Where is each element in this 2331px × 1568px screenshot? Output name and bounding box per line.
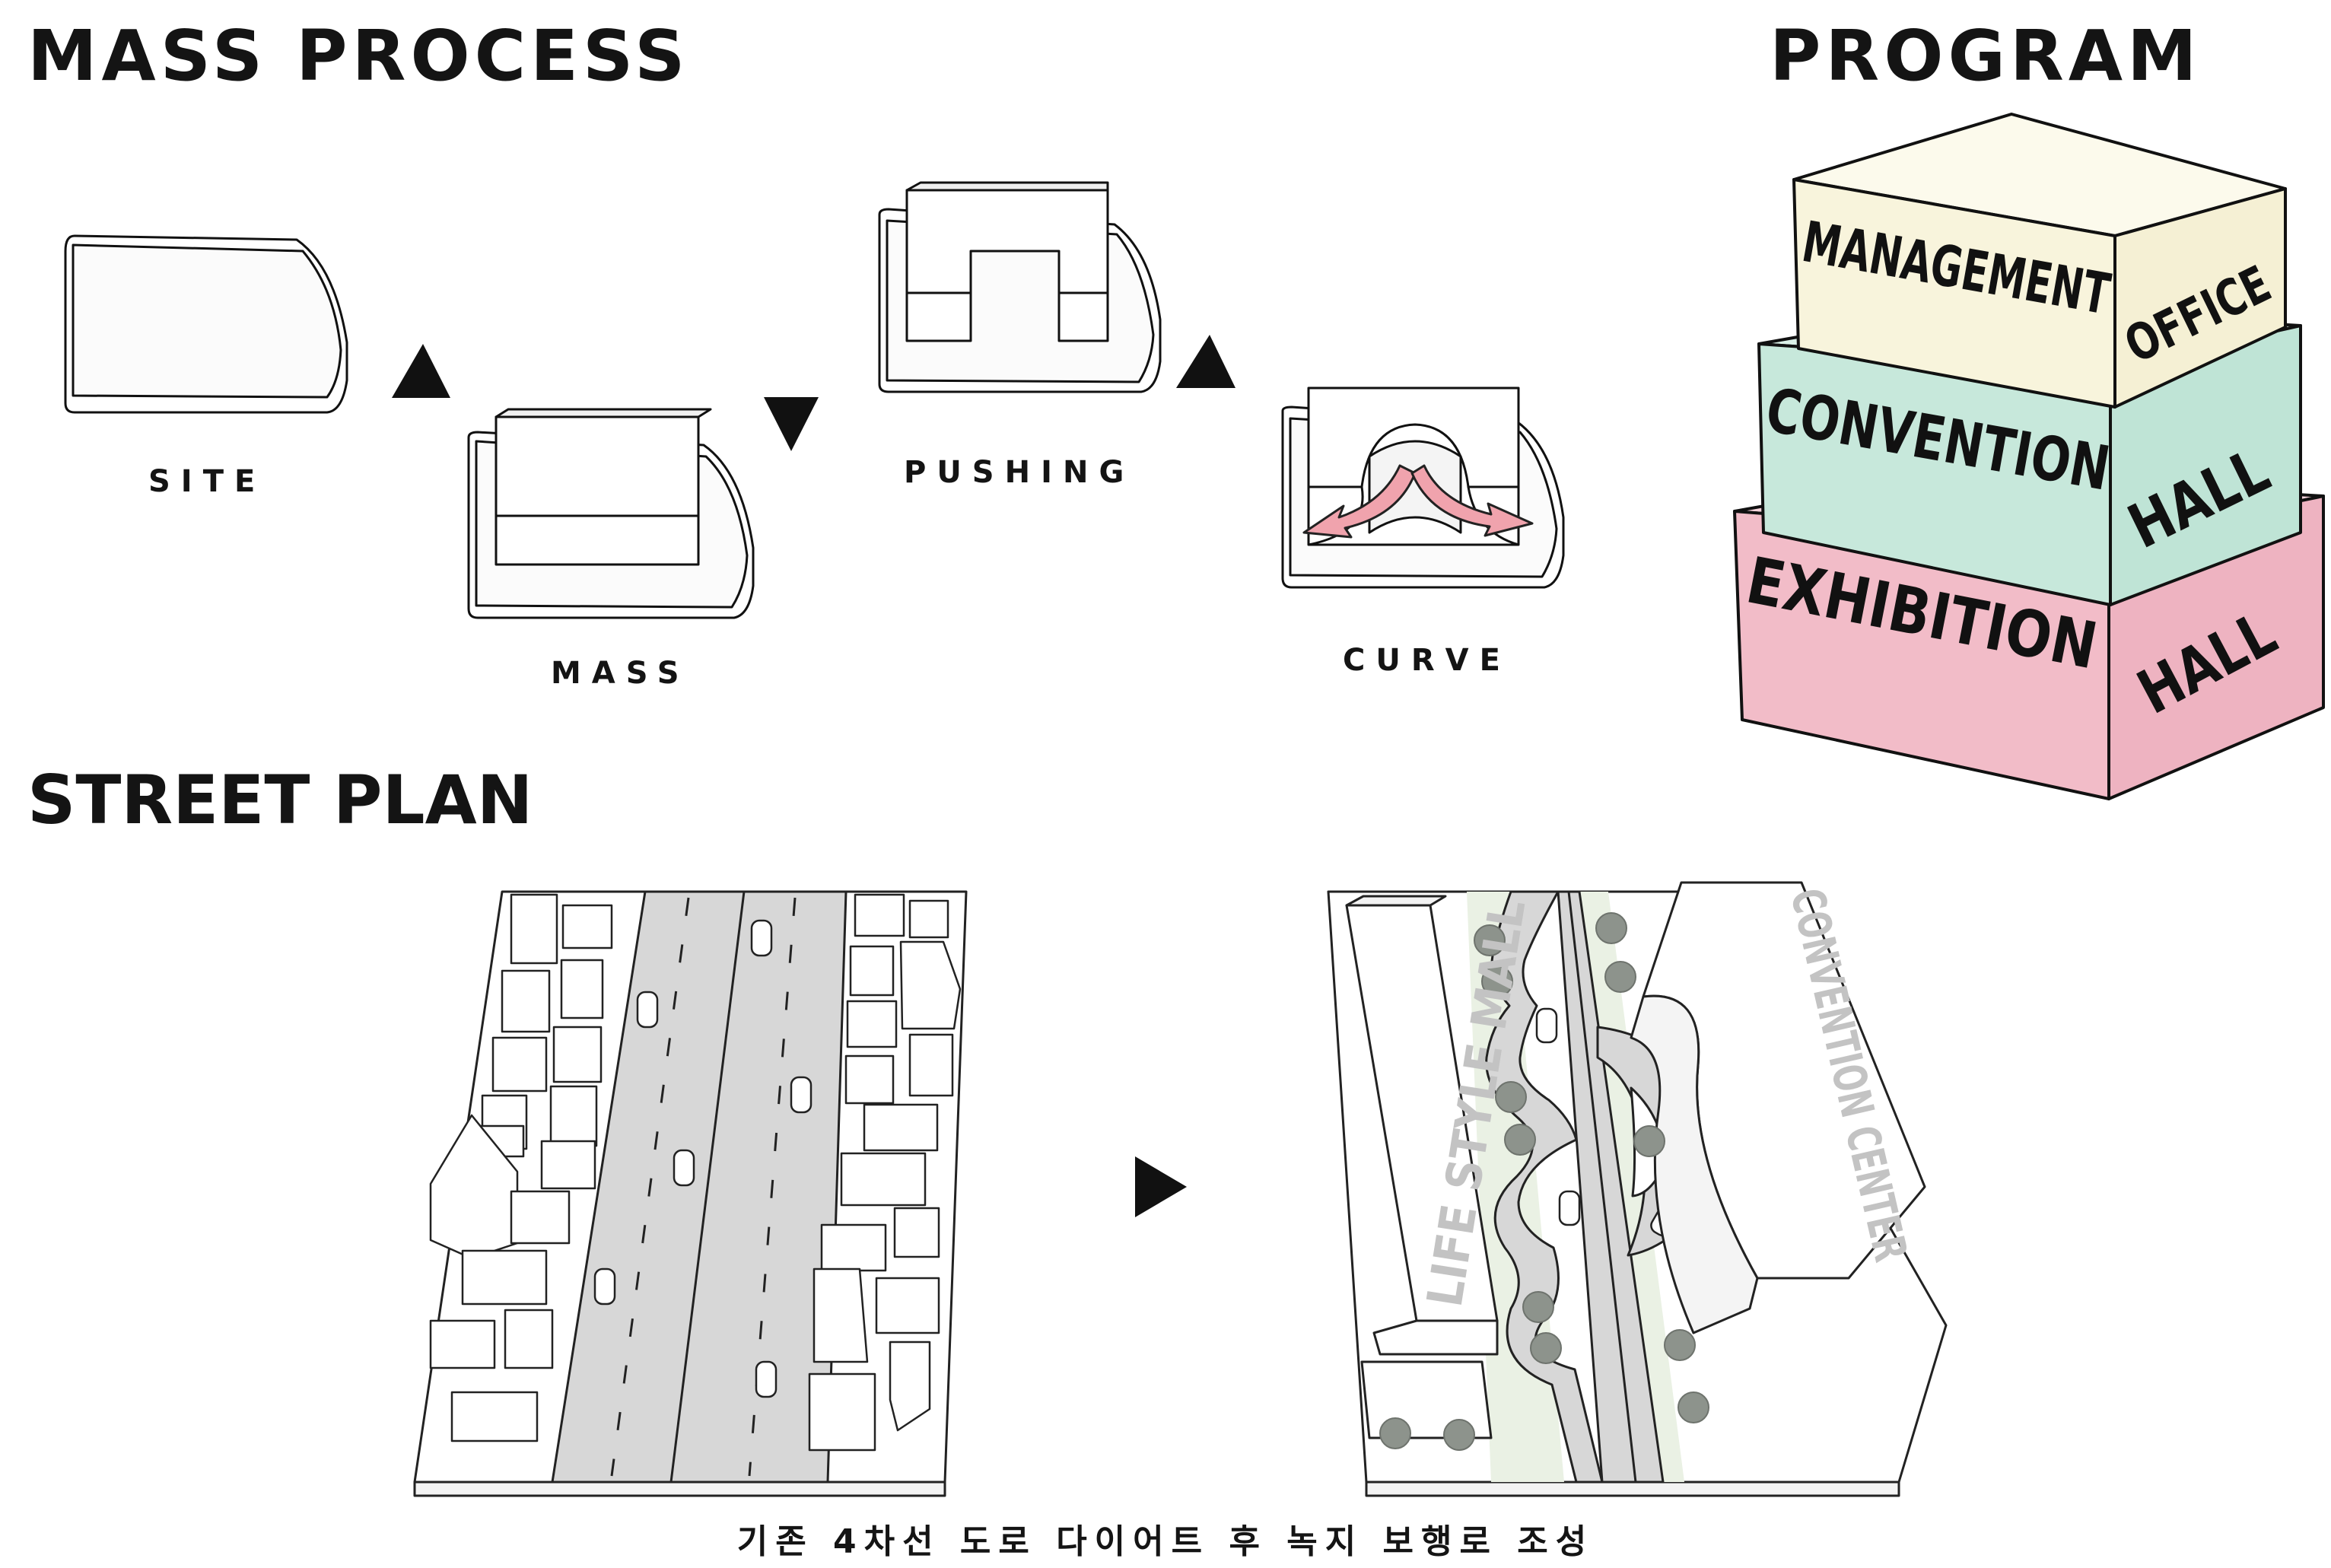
building [840,1152,927,1207]
tree [1504,1124,1536,1156]
building [875,1277,940,1334]
curve-arrow-right [1410,464,1534,537]
convention-center-building [1630,881,1926,1334]
mass-model [467,408,755,619]
tree [1474,924,1506,956]
step-label-curve: CURVE [1343,643,1511,678]
tree [1664,1329,1696,1361]
building [813,1267,869,1363]
building [501,969,551,1033]
building [552,1026,603,1083]
building [854,893,905,937]
building [846,1000,898,1048]
building [908,899,949,939]
building [808,1372,876,1452]
car [790,1076,813,1114]
building [844,1054,895,1105]
car [593,1267,616,1306]
building [889,1341,931,1432]
pushing-model [878,181,1162,393]
car [1535,1007,1558,1044]
mass-process-title: MASS PROCESS [27,15,690,97]
tree [1379,1417,1411,1449]
car [750,919,773,957]
building [461,1249,548,1306]
building [863,1103,939,1152]
existing-road [551,890,847,1484]
building [504,1309,554,1369]
tree [1522,1291,1554,1323]
building [561,904,613,949]
building [560,959,604,1019]
building [893,1207,940,1258]
car [755,1360,778,1398]
building [820,1223,887,1272]
arrow-up-2 [1176,335,1235,388]
car [1558,1190,1581,1226]
tree [1604,961,1636,993]
car [636,991,659,1029]
car [673,1149,695,1187]
building [899,940,962,1030]
building [908,1033,954,1097]
step-label-pushing: PUSHING [904,455,1135,490]
program-block-management [1792,113,2287,409]
building [450,1391,539,1442]
curve-arrows [1302,464,1534,539]
tree [1481,965,1513,997]
building [429,1319,496,1369]
step-label-mass: MASS [551,656,690,691]
arrow-down [764,397,819,451]
building [510,893,558,965]
tree [1495,1081,1527,1113]
tree [1595,912,1627,944]
building [849,945,895,997]
building [491,1036,548,1093]
management-side [2113,187,2287,409]
site-model [64,234,348,414]
arrow-right-street [1135,1156,1187,1217]
tree [1633,1125,1665,1157]
street-plan-title: STREET PLAN [27,761,533,839]
building [540,1140,596,1190]
program-title: PROGRAM [1770,15,2202,97]
building [510,1190,571,1245]
curve-arrow-left [1302,464,1417,539]
arrow-up-1 [392,344,450,398]
street-plan-caption: 기존 4차선 도로 다이어트 후 녹지 보행로 조성 [736,1522,1595,1561]
tree [1677,1391,1709,1423]
step-label-site: SITE [148,464,266,499]
tree [1443,1419,1475,1451]
tree [1530,1332,1562,1364]
